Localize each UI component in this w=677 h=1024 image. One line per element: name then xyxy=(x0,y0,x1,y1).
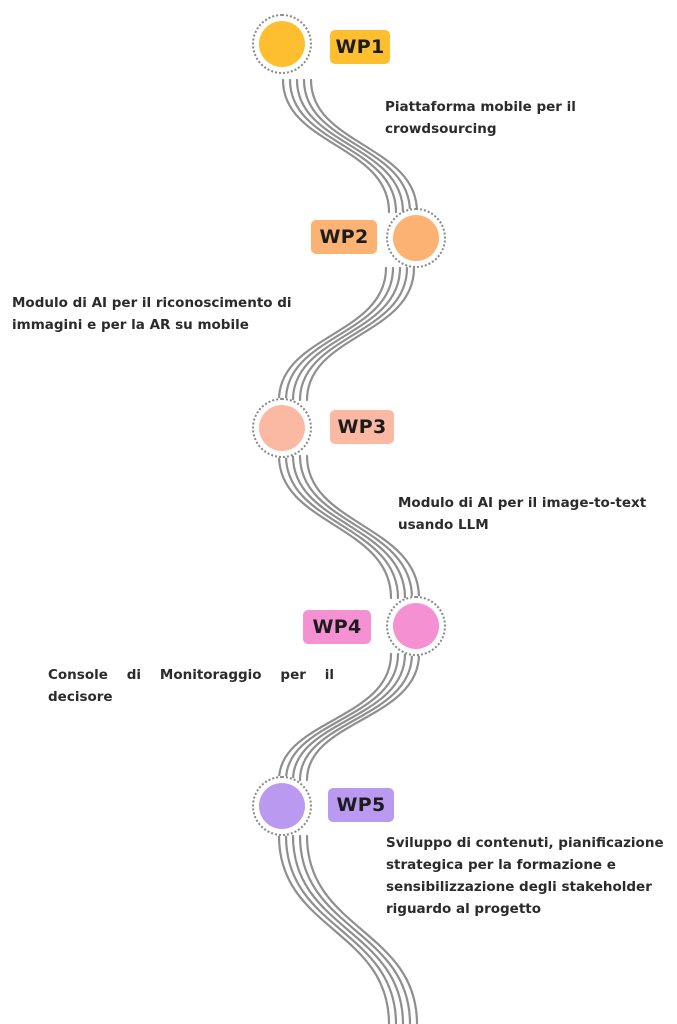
road-strand xyxy=(309,78,419,214)
road-strand xyxy=(298,834,412,1024)
road-strand xyxy=(295,78,405,214)
wp1-node-fill xyxy=(259,21,305,67)
road-strand xyxy=(298,266,409,402)
road-strand xyxy=(291,266,402,402)
wp1-description: Piattaforma mobile per il crowdsourcing xyxy=(385,99,576,137)
road-strand xyxy=(305,834,419,1024)
wp2-node xyxy=(386,208,446,268)
wp5-node xyxy=(252,776,312,836)
wp2-description: Modulo di AI per il riconoscimento di im… xyxy=(12,295,292,333)
road-strand xyxy=(284,652,400,782)
wp2-badge: WP2 xyxy=(311,220,377,254)
road-strand xyxy=(281,78,391,214)
wp5-description: Sviluppo di contenuti, pianificazione st… xyxy=(386,835,664,917)
wp3-node-fill xyxy=(259,405,305,451)
road-strand xyxy=(277,454,393,600)
road-strand xyxy=(277,834,391,1024)
wp1-node xyxy=(252,14,312,74)
road-strand xyxy=(277,652,393,782)
wp3-description: Modulo di AI per il image-to-text usando… xyxy=(398,495,647,533)
road-strand xyxy=(284,454,400,600)
road-strand xyxy=(277,266,388,402)
road-strand xyxy=(291,834,405,1024)
road-strand xyxy=(291,652,407,782)
road-strand xyxy=(302,78,412,214)
road-strand xyxy=(284,266,395,402)
wp5-badge: WP5 xyxy=(328,788,394,822)
wp4-node-fill xyxy=(393,603,439,649)
road-strand xyxy=(284,834,398,1024)
road-strand xyxy=(305,454,421,600)
wp2-node-fill xyxy=(393,215,439,261)
road-strand xyxy=(305,266,416,402)
road-strand xyxy=(298,454,414,600)
wp4-description: Console di Monitoraggio per il decisore xyxy=(48,667,334,705)
wp1-badge: WP1 xyxy=(330,30,390,64)
wp4-node xyxy=(386,596,446,656)
wp3-node xyxy=(252,398,312,458)
wp5-node-fill xyxy=(259,783,305,829)
road-strand xyxy=(288,78,398,214)
road-strand xyxy=(298,652,414,782)
wp4-badge: WP4 xyxy=(303,610,371,644)
road-strand xyxy=(305,652,421,782)
road-strand xyxy=(291,454,407,600)
wp3-badge: WP3 xyxy=(330,410,394,444)
